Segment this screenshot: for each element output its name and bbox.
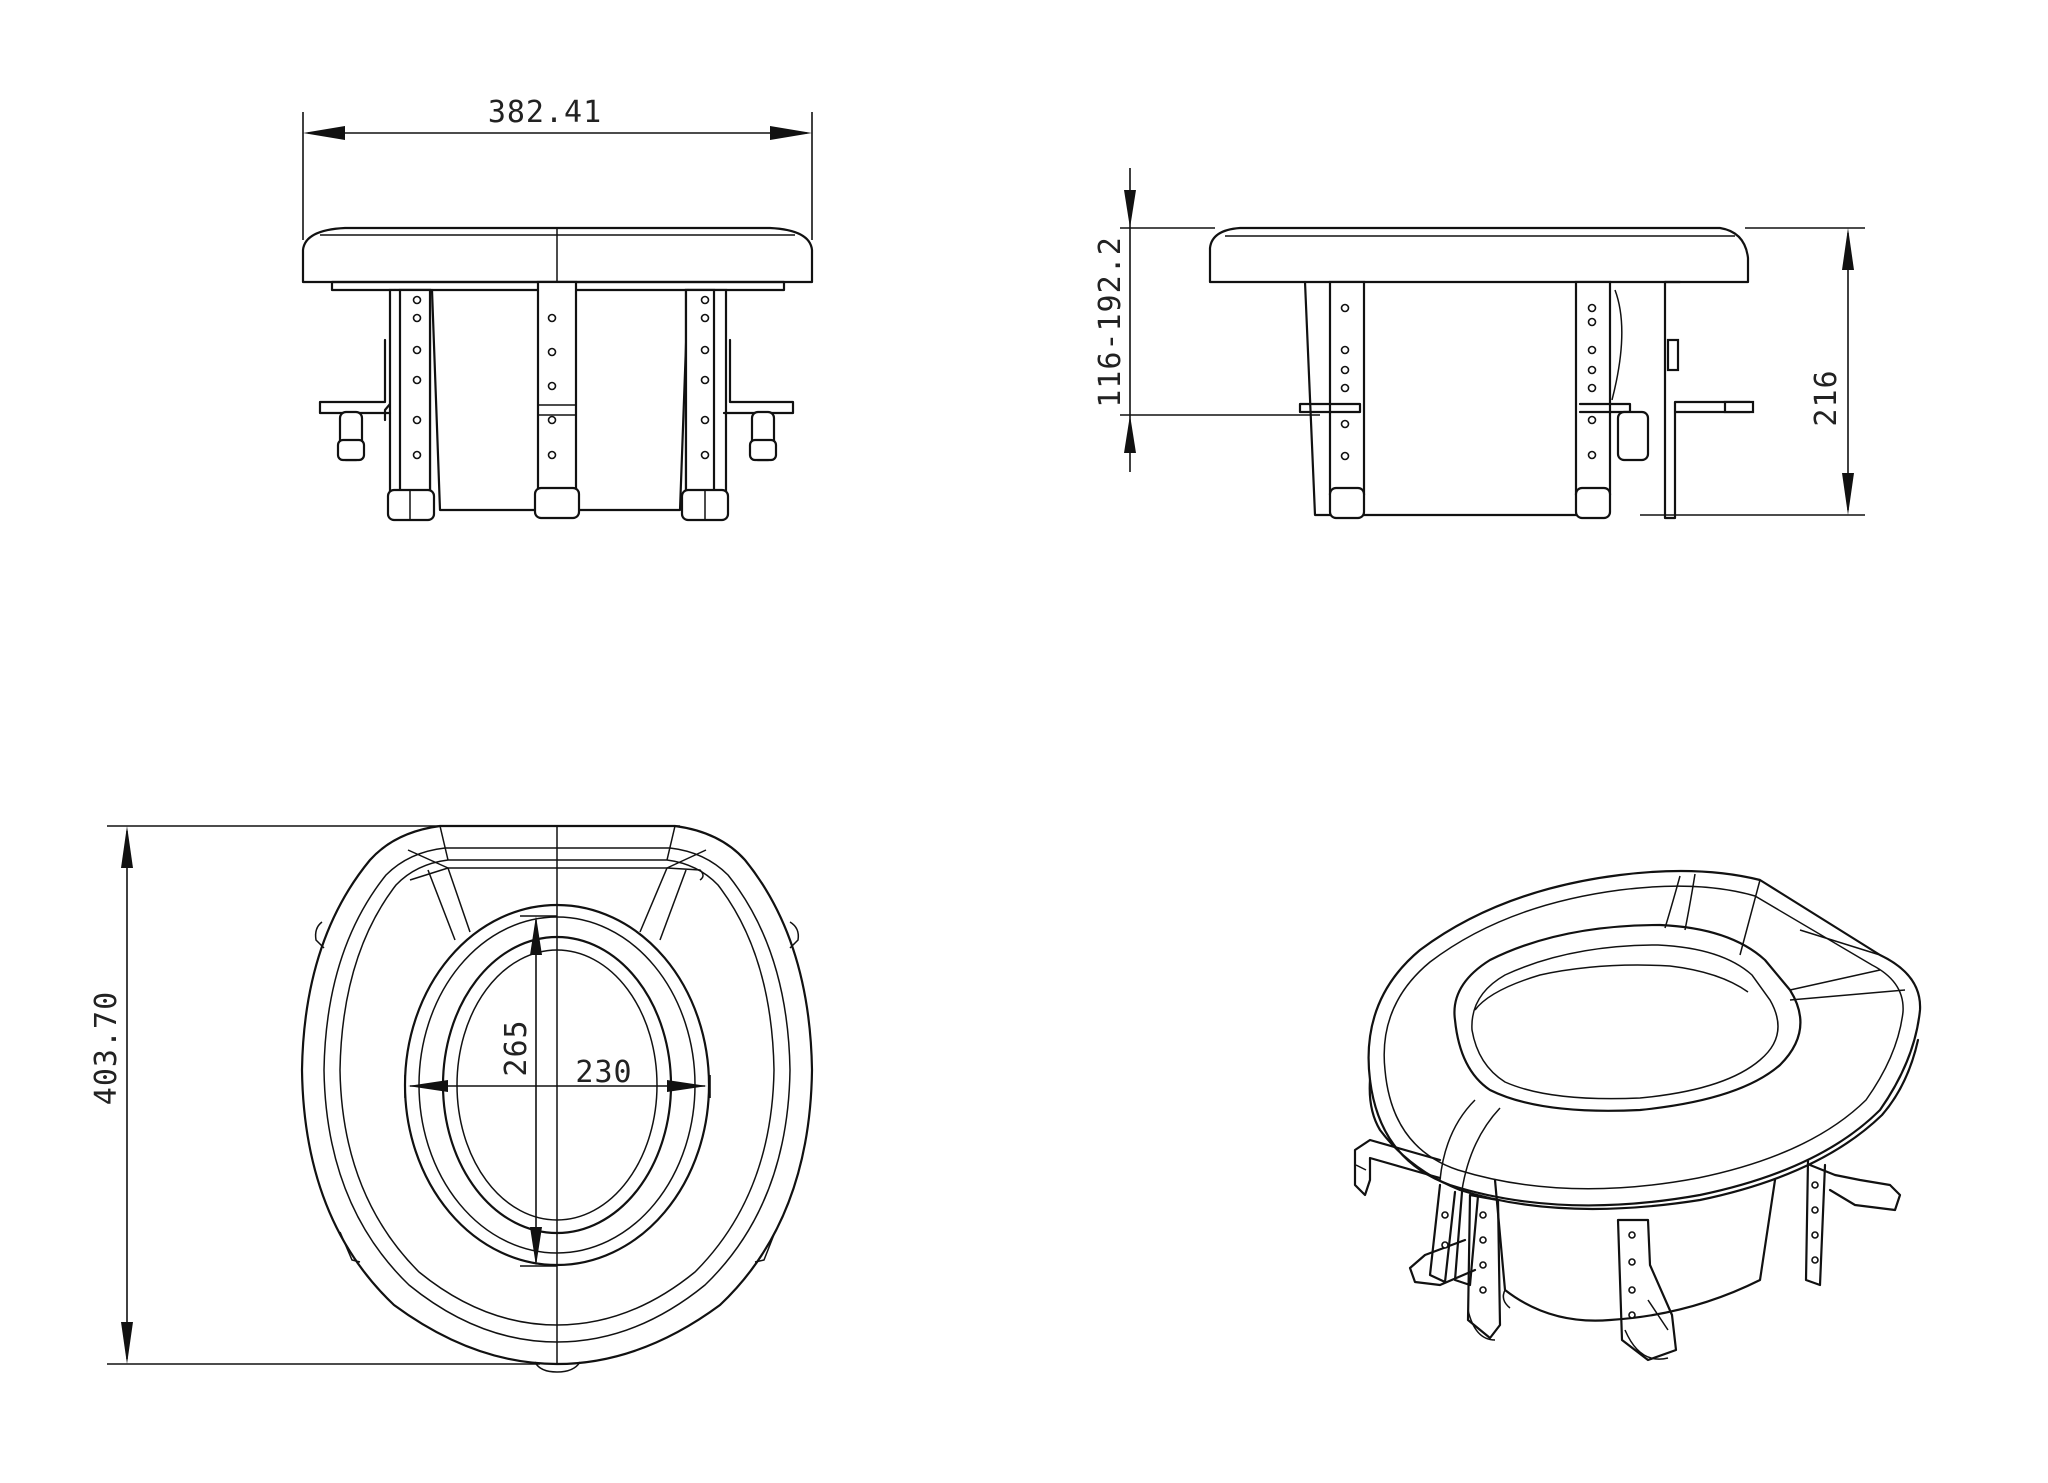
side-view: 116-192.2 216	[1093, 168, 1865, 520]
top-view: 403.70	[89, 824, 814, 1373]
center-leg-iso	[1466, 1193, 1502, 1341]
isometric-view	[1353, 869, 1922, 1362]
seat-cushion-side	[1208, 226, 1750, 284]
width-dimension-label: 382.41	[488, 95, 602, 130]
center-leg-front	[533, 280, 581, 520]
rear-leg-side	[1574, 280, 1650, 520]
right-leg-assembly-front	[680, 288, 795, 522]
rear-clamp-bracket	[1663, 280, 1755, 520]
width-dimension: 382.41	[302, 95, 813, 240]
left-clamp-iso	[1353, 1138, 1442, 1197]
seat-cushion-front	[301, 226, 814, 284]
depth-dimension: 403.70	[89, 825, 680, 1365]
opening-width-label: 230	[575, 1055, 632, 1090]
left-leg-assembly-front	[318, 288, 436, 522]
opening-length-label: 265	[499, 1019, 534, 1076]
height-range-label: 116-192.2	[1093, 236, 1128, 408]
seat-isometric	[1367, 869, 1922, 1207]
left-leg-iso	[1408, 1183, 1480, 1287]
opening-dimensions: 265 230	[404, 915, 711, 1267]
right-rear-leg-iso	[1804, 1158, 1902, 1287]
right-front-leg-iso	[1616, 1218, 1678, 1362]
height-range-dimension: 116-192.2	[1093, 168, 1320, 472]
depth-label: 403.70	[89, 991, 124, 1105]
front-view: 382.41	[301, 95, 814, 522]
height-label: 216	[1809, 369, 1844, 426]
height-dimension: 216	[1640, 227, 1865, 516]
front-leg-side	[1298, 280, 1366, 520]
